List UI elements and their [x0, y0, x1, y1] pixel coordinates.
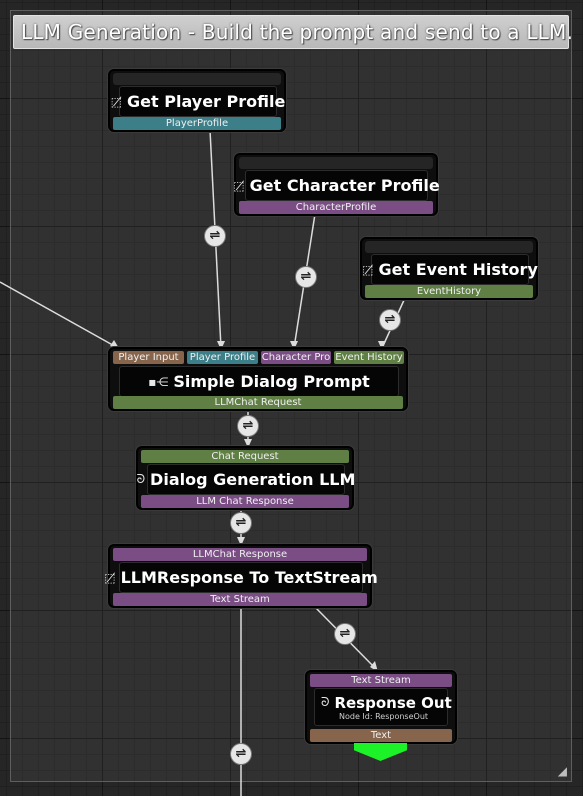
node-title-box: ⬚̸ Get Character Profile [233, 170, 440, 201]
input-pin-llmchat-response[interactable]: LLMChat Response [113, 548, 367, 561]
node-title: Get Player Profile [127, 92, 286, 111]
node-title-box: ᘐ Dialog Generation LLM [137, 464, 355, 495]
input-pin-player-input[interactable]: Player Input [113, 351, 184, 364]
node-get-character-profile[interactable]: ⬚̸ Get Character Profile CharacterProfil… [233, 153, 440, 216]
output-pin-event-history[interactable]: EventHistory [365, 285, 533, 298]
convert-icon[interactable]: ⇌ [334, 623, 356, 645]
graph-icon: ▪⋲ [148, 374, 169, 389]
output-pin-text[interactable]: Text [310, 729, 452, 742]
input-pin-text-stream[interactable]: Text Stream [310, 674, 452, 687]
llm-icon: ᘐ [321, 695, 330, 709]
resize-handle-icon[interactable]: ◢ [557, 764, 567, 778]
node-title-box: ⬚̸ LLMResponse To TextStream [104, 562, 378, 593]
output-pin-player-profile[interactable]: PlayerProfile [113, 117, 281, 130]
function-icon: ⬚̸ [362, 262, 374, 277]
node-title: Response Out [334, 693, 452, 712]
node-title: Dialog Generation LLM [150, 470, 356, 489]
function-icon: ⬚̸ [110, 94, 123, 109]
convert-icon[interactable]: ⇌ [295, 266, 317, 288]
node-title-box: ⬚̸ Get Player Profile [111, 86, 285, 117]
comment-header[interactable]: LLM Generation - Build the prompt and se… [13, 15, 573, 49]
output-pin-llm-chat-response[interactable]: LLM Chat Response [141, 495, 349, 508]
node-response-out[interactable]: Text Stream ᘐ Response Out Node Id: Resp… [305, 670, 457, 744]
convert-icon[interactable]: ⇌ [230, 743, 252, 765]
node-title: LLMResponse To TextStream [120, 568, 378, 587]
input-pin-event-history[interactable]: Event History [334, 351, 404, 364]
node-get-event-history[interactable]: ⬚̸ Get Event History EventHistory [360, 237, 538, 300]
node-title: Get Event History [378, 260, 538, 279]
node-title-box: ▪⋲ Simple Dialog Prompt [119, 366, 399, 397]
node-title: Simple Dialog Prompt [173, 372, 370, 391]
node-get-player-profile[interactable]: ⬚̸ Get Player Profile PlayerProfile [108, 69, 286, 132]
output-pin-text-stream[interactable]: Text Stream [113, 593, 367, 606]
comment-title: LLM Generation - Build the prompt and se… [21, 20, 574, 44]
node-header-bar [113, 73, 281, 85]
input-pin-chat-request[interactable]: Chat Request [141, 450, 349, 463]
convert-icon[interactable]: ⇌ [204, 225, 226, 247]
node-llmresponse-to-textstream[interactable]: LLMChat Response ⬚̸ LLMResponse To TextS… [104, 544, 378, 608]
node-title-box: ᘐ Response Out Node Id: ResponseOut [314, 688, 452, 726]
node-header-bar [365, 241, 533, 253]
node-header-bar [239, 157, 433, 169]
function-icon: ⬚̸ [233, 178, 245, 193]
convert-icon[interactable]: ⇌ [237, 415, 259, 437]
output-pin-llmchat-request[interactable]: LLMChat Request [113, 396, 403, 409]
input-pin-character-profile[interactable]: Character Pro [261, 351, 331, 364]
convert-icon[interactable]: ⇌ [379, 309, 401, 331]
llm-icon: ᘐ [136, 472, 146, 486]
convert-icon[interactable]: ⇌ [230, 512, 252, 534]
wire-player-input [0, 281, 119, 349]
output-pin-character-profile[interactable]: CharacterProfile [239, 201, 433, 214]
node-dialog-generation-llm[interactable]: Chat Request ᘐ Dialog Generation LLM LLM… [136, 446, 355, 510]
node-title-box: ⬚̸ Get Event History [362, 254, 538, 285]
node-simple-dialog-prompt[interactable]: Player Input Player Profile Character Pr… [108, 347, 408, 411]
node-title: Get Character Profile [249, 176, 440, 195]
node-id-label: Node Id: ResponseOut [339, 711, 429, 721]
input-pin-player-profile[interactable]: Player Profile [187, 351, 258, 364]
function-icon: ⬚̸ [104, 570, 116, 585]
